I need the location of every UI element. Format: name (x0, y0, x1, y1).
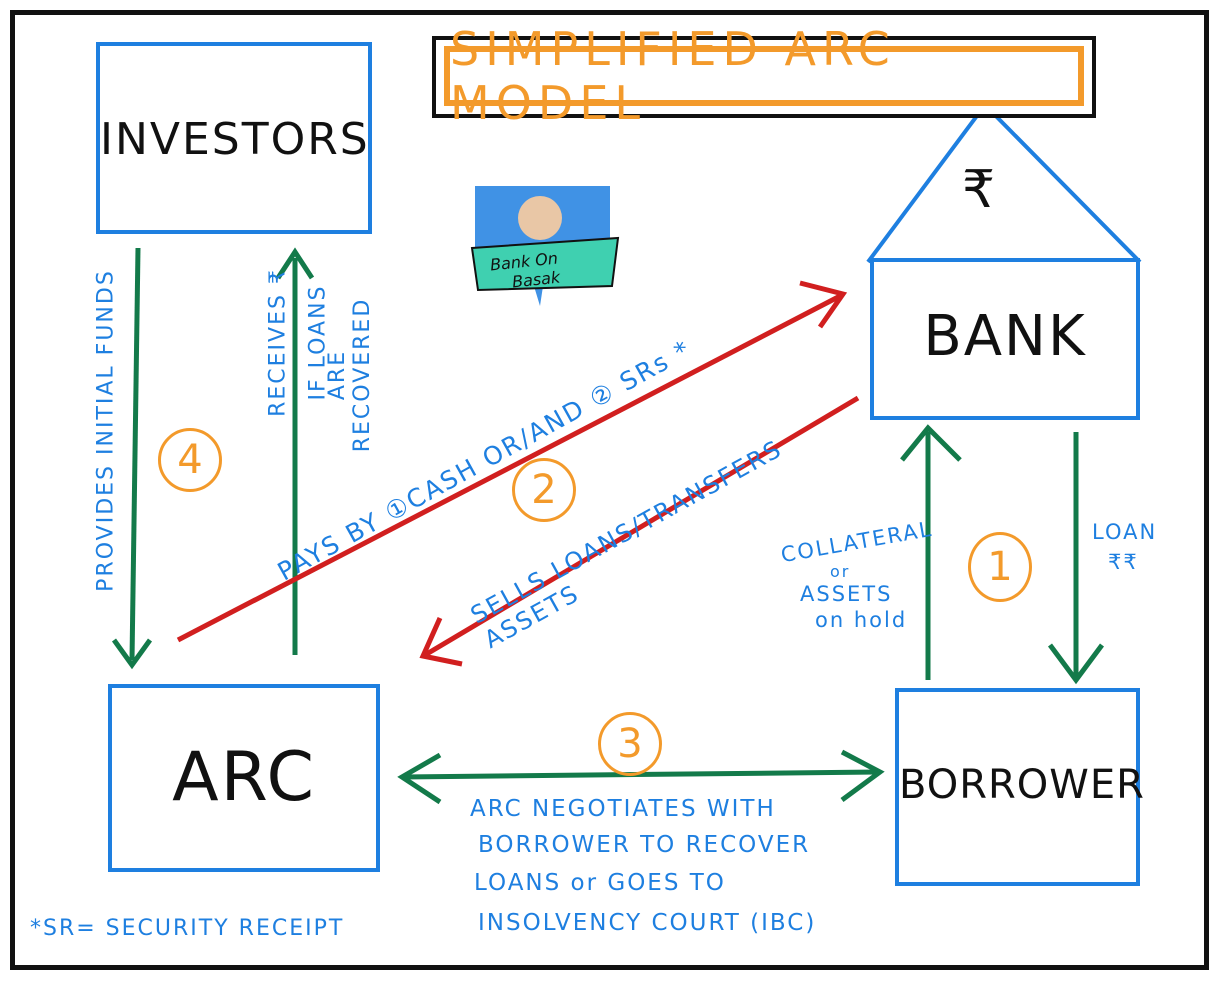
arrowhead-bank-to-borrower (1047, 643, 1105, 685)
diagram-frame (10, 10, 1209, 970)
node-borrower-label: BORROWER (899, 762, 1145, 808)
label-receives-line3: ARE RECOVERED (325, 297, 375, 453)
label-negotiates-line1: ARC NEGOTIATES WITH (470, 796, 776, 822)
arrowhead-investors-to-arc (111, 638, 153, 670)
node-investors: INVESTORS (96, 42, 372, 234)
label-negotiates-line3: LOANS or GOES TO (474, 870, 726, 896)
label-collateral-line3: ASSETS (800, 582, 893, 606)
arrowhead-borrower-side (840, 749, 885, 803)
node-investors-label: INVESTORS (100, 114, 370, 165)
arrowhead-borrower-to-bank (900, 424, 962, 462)
step-1-marker: 1 (968, 532, 1032, 602)
node-arc-label: ARC (172, 738, 316, 817)
bank-on-basak-logo: Bank On Basak (470, 178, 620, 308)
node-bank-label: BANK (923, 304, 1087, 369)
label-loan-line2: ₹₹ (1108, 550, 1139, 574)
label-collateral-line4: on hold (815, 608, 908, 632)
step-4-marker: 4 (158, 428, 222, 492)
node-borrower: BORROWER (895, 688, 1145, 886)
arrowhead-arc-side (397, 752, 442, 805)
label-receives-line1: RECEIVES ₹ (265, 268, 291, 417)
arrow-investors-to-arc (129, 247, 141, 661)
title-box: SIMPLIFIED ARC MODEL (432, 22, 1096, 130)
logo-graphic (470, 186, 620, 306)
step-2-marker: 2 (512, 458, 576, 522)
node-bank: BANK (870, 258, 1140, 420)
arrow-arc-borrower (401, 769, 879, 780)
label-negotiates-line2: BORROWER TO RECOVER (478, 832, 811, 858)
node-arc: ARC (108, 684, 380, 872)
label-negotiates-line4: INSOLVENCY COURT (IBC) (478, 910, 817, 936)
arrowhead-arc-to-investors (275, 247, 315, 280)
step-3-marker: 3 (598, 712, 662, 776)
arrowhead-bank-to-arc (419, 616, 463, 667)
label-provides-funds: PROVIDES INITIAL FUNDS (93, 269, 119, 592)
label-loan-line1: LOAN (1092, 520, 1158, 544)
arrowhead-arc-to-bank (799, 280, 848, 329)
arrow-bank-to-arc (423, 395, 860, 658)
rupee-symbol: ₹ (962, 160, 996, 220)
diagram-title: SIMPLIFIED ARC MODEL (450, 22, 896, 130)
title-inner-frame: SIMPLIFIED ARC MODEL (444, 22, 1084, 130)
arrow-arc-to-bank (176, 292, 844, 643)
footnote-sr: *SR= SECURITY RECEIPT (30, 916, 345, 941)
label-collateral-line2: or (830, 562, 851, 581)
